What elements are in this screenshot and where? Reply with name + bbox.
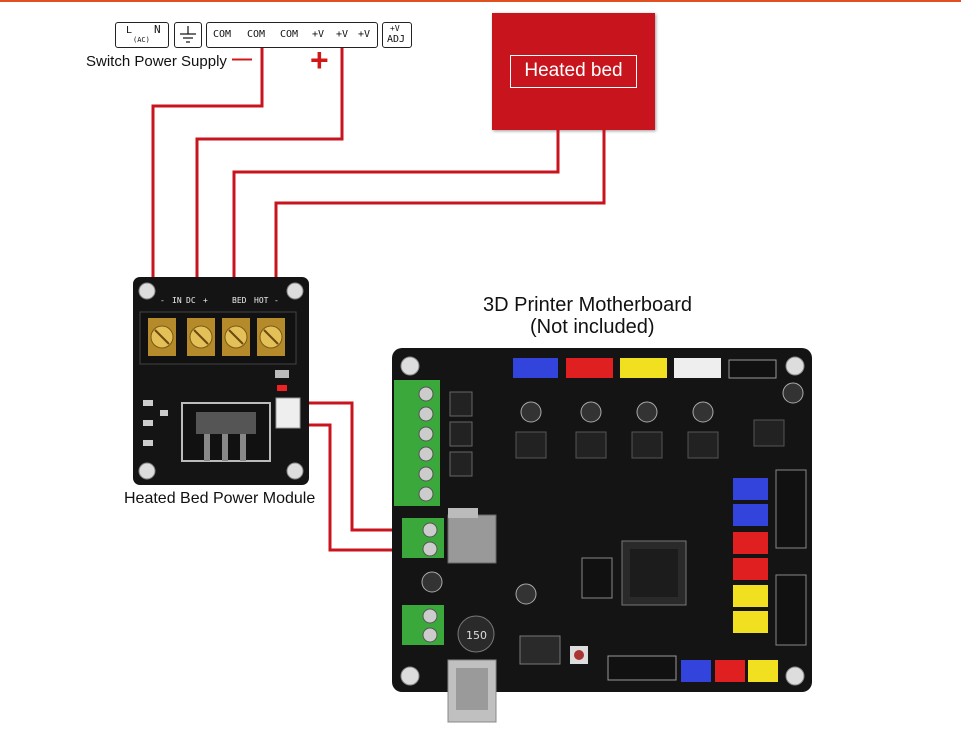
terminal-adj-bottom: ADJ	[387, 34, 406, 45]
mb-power-terminal	[402, 518, 444, 558]
terminal-com-1: COM	[213, 29, 232, 40]
terminal-v-2: +V	[336, 29, 349, 40]
power-module-label: Heated Bed Power Module	[124, 490, 316, 507]
terminal-group-com-v: COM COM COM +V +V +V	[206, 22, 378, 48]
terminal-com-3: COM	[280, 29, 299, 40]
terminal-l-label: L	[126, 25, 133, 36]
terminal-n-label: N	[154, 23, 161, 36]
minus-sign: —	[232, 48, 252, 70]
motherboard-board: 150	[392, 348, 812, 723]
driver-chips	[515, 419, 785, 459]
wire-signal-2	[300, 423, 404, 552]
silk-plus: +	[203, 296, 208, 305]
endstop-connectors	[733, 478, 768, 633]
heated-bed: Heated bed	[492, 13, 655, 130]
terminal-v-1: +V	[312, 29, 325, 40]
power-module-board: - IN DC + BED HOT -	[133, 277, 309, 485]
top-rule	[0, 0, 961, 2]
motherboard-title: 3D Printer Motherboard	[483, 294, 692, 316]
silk-minus-1: -	[160, 296, 165, 305]
silk-hot: HOT	[254, 296, 269, 305]
power-supply-label: Switch Power Supply	[86, 53, 227, 70]
silk-dc: DC	[186, 296, 196, 305]
screw-terminals	[148, 318, 285, 356]
terminal-adj: +V ADJ	[382, 22, 412, 48]
mb-aux-terminal	[402, 605, 444, 645]
wire-psu-plus	[195, 48, 344, 312]
module-silk-labels: - IN DC + BED HOT -	[160, 296, 279, 305]
silk-bed: BED	[232, 296, 247, 305]
wire-bed-2	[274, 130, 606, 312]
terminal-ac-label: (AC)	[133, 36, 150, 44]
silk-minus-2: -	[274, 296, 279, 305]
wire-bed-1	[232, 130, 560, 312]
heated-bed-label: Heated bed	[510, 55, 637, 88]
capacitors	[421, 382, 804, 605]
bottom-connectors	[607, 655, 778, 682]
wire-signal-1	[300, 401, 404, 532]
top-connectors	[513, 358, 777, 379]
terminal-com-2: COM	[247, 29, 266, 40]
ground-icon	[180, 26, 196, 43]
terminal-v-3: +V	[358, 29, 371, 40]
inductor-label: 150	[466, 629, 487, 642]
mb-green-terminal	[394, 380, 440, 506]
terminal-l-n: L (AC) N	[115, 22, 169, 48]
motherboard-subtitle: (Not included)	[530, 316, 655, 338]
power-wires	[151, 48, 606, 552]
terminal-adj-top: +V	[390, 24, 400, 33]
plus-sign: +	[310, 42, 329, 78]
wire-psu-minus	[151, 48, 264, 312]
terminal-ground	[174, 22, 202, 48]
silk-in: IN	[172, 296, 182, 305]
